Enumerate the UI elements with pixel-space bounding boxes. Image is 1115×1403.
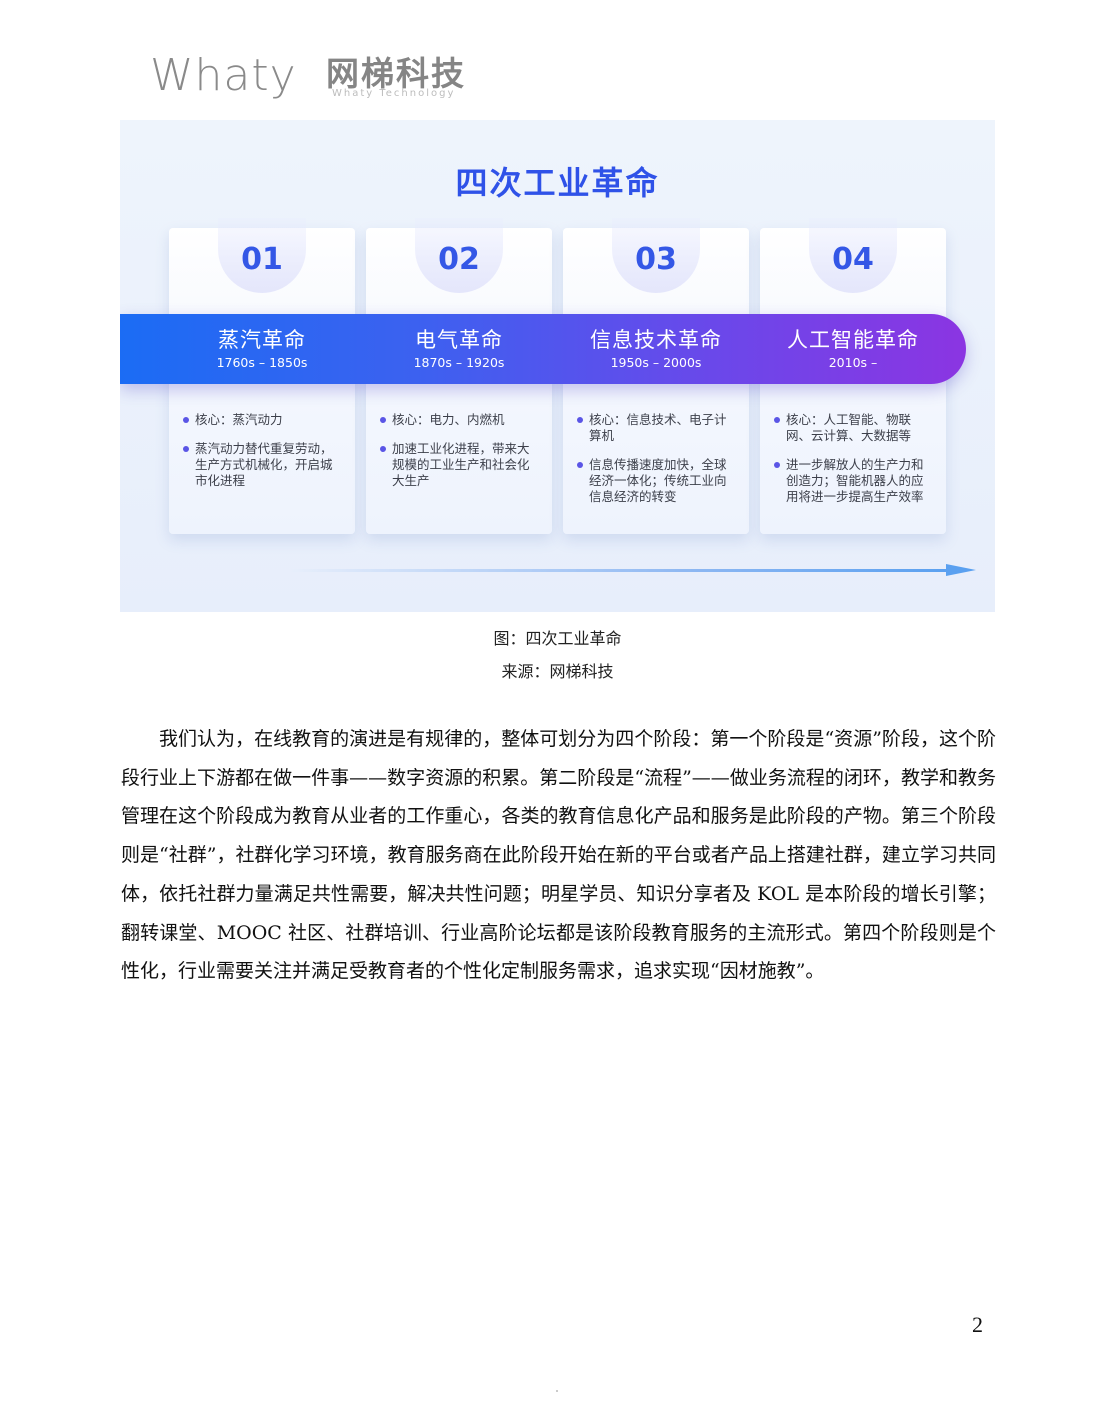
figure-source: 来源：网梯科技	[501, 662, 614, 681]
bullet-list: 核心：蒸汽动力 蒸汽动力替代重复劳动，生产方式机械化，开启城市化进程	[183, 412, 343, 502]
bullet-dot-icon	[774, 417, 780, 423]
page-number: 2	[972, 1312, 983, 1337]
bullet-dot-icon	[380, 446, 386, 452]
bullet-dot-icon	[774, 462, 780, 468]
stage-name: 电气革命	[415, 328, 503, 352]
arrow-right-icon	[946, 564, 976, 576]
stage-label-1: 蒸汽革命 1760s – 1850s	[169, 326, 355, 372]
infographic-panel: 四次工业革命 01 核心：蒸汽动力 蒸汽动力替代重复劳动，生产方式机械化，开启城…	[120, 120, 995, 612]
figure-caption: 图：四次工业革命	[493, 629, 622, 648]
number-badge-bg	[218, 218, 306, 293]
bullet-text: 蒸汽动力替代重复劳动，生产方式机械化，开启城市化进程	[195, 441, 333, 488]
stage-label-4: 人工智能革命 2010s –	[760, 326, 946, 372]
bullet-item: 核心：信息技术、电子计算机	[577, 412, 737, 444]
stage-name: 人工智能革命	[787, 328, 919, 352]
bullet-item: 蒸汽动力替代重复劳动，生产方式机械化，开启城市化进程	[183, 441, 343, 489]
bullet-text: 核心：电力、内燃机	[392, 412, 505, 427]
bullet-item: 核心：人工智能、物联网、云计算、大数据等	[774, 412, 934, 444]
bullet-dot-icon	[183, 446, 189, 452]
bullet-item: 信息传播速度加快，全球经济一体化；传统工业向信息经济的转变	[577, 457, 737, 505]
stage-years: 2010s –	[828, 355, 878, 370]
company-logo: Whaty 网梯科技 Whaty Technology	[150, 52, 480, 104]
revolution-number: 04	[832, 242, 874, 277]
logo-chinese-text: 网梯科技	[326, 54, 466, 93]
bullet-text: 进一步解放人的生产力和创造力；智能机器人的应用将进一步提高生产效率	[786, 457, 924, 504]
number-badge-bg	[809, 218, 897, 293]
bullet-dot-icon	[577, 462, 583, 468]
stage-name: 蒸汽革命	[218, 328, 306, 352]
stage-years: 1760s – 1850s	[216, 355, 308, 370]
revolution-number: 03	[635, 242, 677, 277]
bullet-text: 核心：蒸汽动力	[195, 412, 283, 427]
bullet-list: 核心：电力、内燃机 加速工业化进程，带来大规模的工业生产和社会化大生产	[380, 412, 540, 502]
stage-label-3: 信息技术革命 1950s – 2000s	[563, 326, 749, 372]
bullet-text: 核心：人工智能、物联网、云计算、大数据等	[786, 412, 912, 443]
logo-subtitle: Whaty Technology	[332, 88, 456, 99]
bullet-text: 核心：信息技术、电子计算机	[589, 412, 727, 443]
bullet-list: 核心：人工智能、物联网、云计算、大数据等 进一步解放人的生产力和创造力；智能机器…	[774, 412, 934, 518]
timeline-arrow-line	[290, 569, 950, 572]
bullet-dot-icon	[183, 417, 189, 423]
stage-label-2: 电气革命 1870s – 1920s	[366, 326, 552, 372]
bullet-list: 核心：信息技术、电子计算机 信息传播速度加快，全球经济一体化；传统工业向信息经济…	[577, 412, 737, 518]
stage-years: 1950s – 2000s	[610, 355, 702, 370]
revolution-number: 01	[241, 242, 283, 277]
body-paragraph: 我们认为，在线教育的演进是有规律的，整体可划分为四个阶段：第一个阶段是“资源”阶…	[121, 728, 996, 983]
logo-latin-text: Whaty	[150, 50, 297, 101]
bullet-dot-icon	[577, 417, 583, 423]
infographic-title: 四次工业革命	[455, 164, 660, 202]
footer-dot	[556, 1390, 558, 1392]
stage-years: 1870s – 1920s	[413, 355, 505, 370]
bullet-item: 核心：蒸汽动力	[183, 412, 343, 428]
number-badge-bg	[612, 218, 700, 293]
revolution-number: 02	[438, 242, 480, 277]
bullet-item: 加速工业化进程，带来大规模的工业生产和社会化大生产	[380, 441, 540, 489]
timeline-band	[120, 314, 966, 384]
stage-name: 信息技术革命	[590, 328, 722, 352]
bullet-item: 进一步解放人的生产力和创造力；智能机器人的应用将进一步提高生产效率	[774, 457, 934, 505]
number-badge-bg	[415, 218, 503, 293]
bullet-dot-icon	[380, 417, 386, 423]
bullet-text: 信息传播速度加快，全球经济一体化；传统工业向信息经济的转变	[589, 457, 727, 504]
bullet-text: 加速工业化进程，带来大规模的工业生产和社会化大生产	[392, 441, 530, 488]
bullet-item: 核心：电力、内燃机	[380, 412, 540, 428]
